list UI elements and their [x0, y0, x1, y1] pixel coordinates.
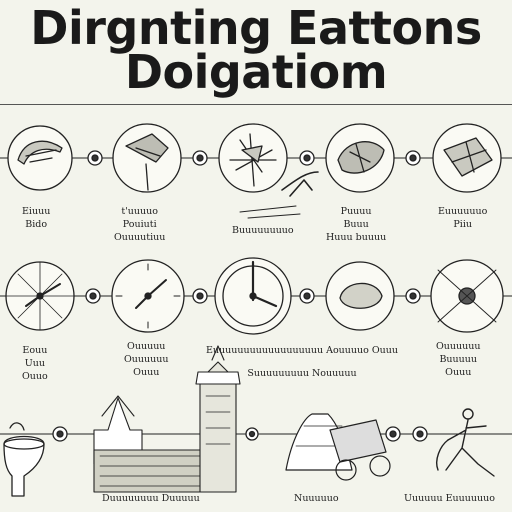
- row-1-node-b: [192, 150, 208, 166]
- row-3-node-b: [245, 427, 259, 441]
- castle-sketch: [93, 345, 241, 493]
- row-1-circle-3: [218, 123, 288, 193]
- row-2-node-d: [405, 288, 421, 304]
- row-1-node-c: [299, 150, 315, 166]
- row-2-circle-5: [430, 259, 504, 333]
- row-2-circle-2: [111, 259, 185, 333]
- row-1-node-d: [405, 150, 421, 166]
- row-3-node-a: [52, 426, 68, 442]
- row-2-circle-3: [214, 257, 292, 335]
- row-3-node-c: [385, 426, 401, 442]
- row-3-label-1: Duuuuuuuu Duuuuu: [102, 493, 200, 504]
- bell-carriage-sketch: [285, 413, 391, 481]
- toilet-sketch: [3, 422, 45, 497]
- row-3-label-2: Nuuuuuo: [294, 493, 339, 504]
- row-2-node-c: [299, 288, 315, 304]
- header-divider: [0, 104, 512, 105]
- row-2-circle-4: [325, 261, 395, 331]
- row-1-circle-1: [7, 125, 73, 191]
- row-3-label-3: Uuuuuu Euuuuuuo: [404, 493, 495, 504]
- row-1-label-3: Buuuuuuuuo: [232, 225, 294, 236]
- row-2-circle-1: [5, 261, 75, 331]
- row-2-node-b: [192, 288, 208, 304]
- row-1-node-a: [87, 150, 103, 166]
- person-sketch: [436, 408, 495, 477]
- row-1-circle-2: [112, 123, 182, 193]
- bird-sketch: [239, 171, 319, 219]
- title-line-1: Dirgnting Eattons: [30, 1, 482, 55]
- row-1-circle-4: [325, 123, 395, 193]
- row-2-node-a: [85, 288, 101, 304]
- row-3-node-d: [412, 426, 428, 442]
- title-line-2: Doigatiom: [124, 45, 388, 99]
- row-1-circle-5: [432, 123, 502, 193]
